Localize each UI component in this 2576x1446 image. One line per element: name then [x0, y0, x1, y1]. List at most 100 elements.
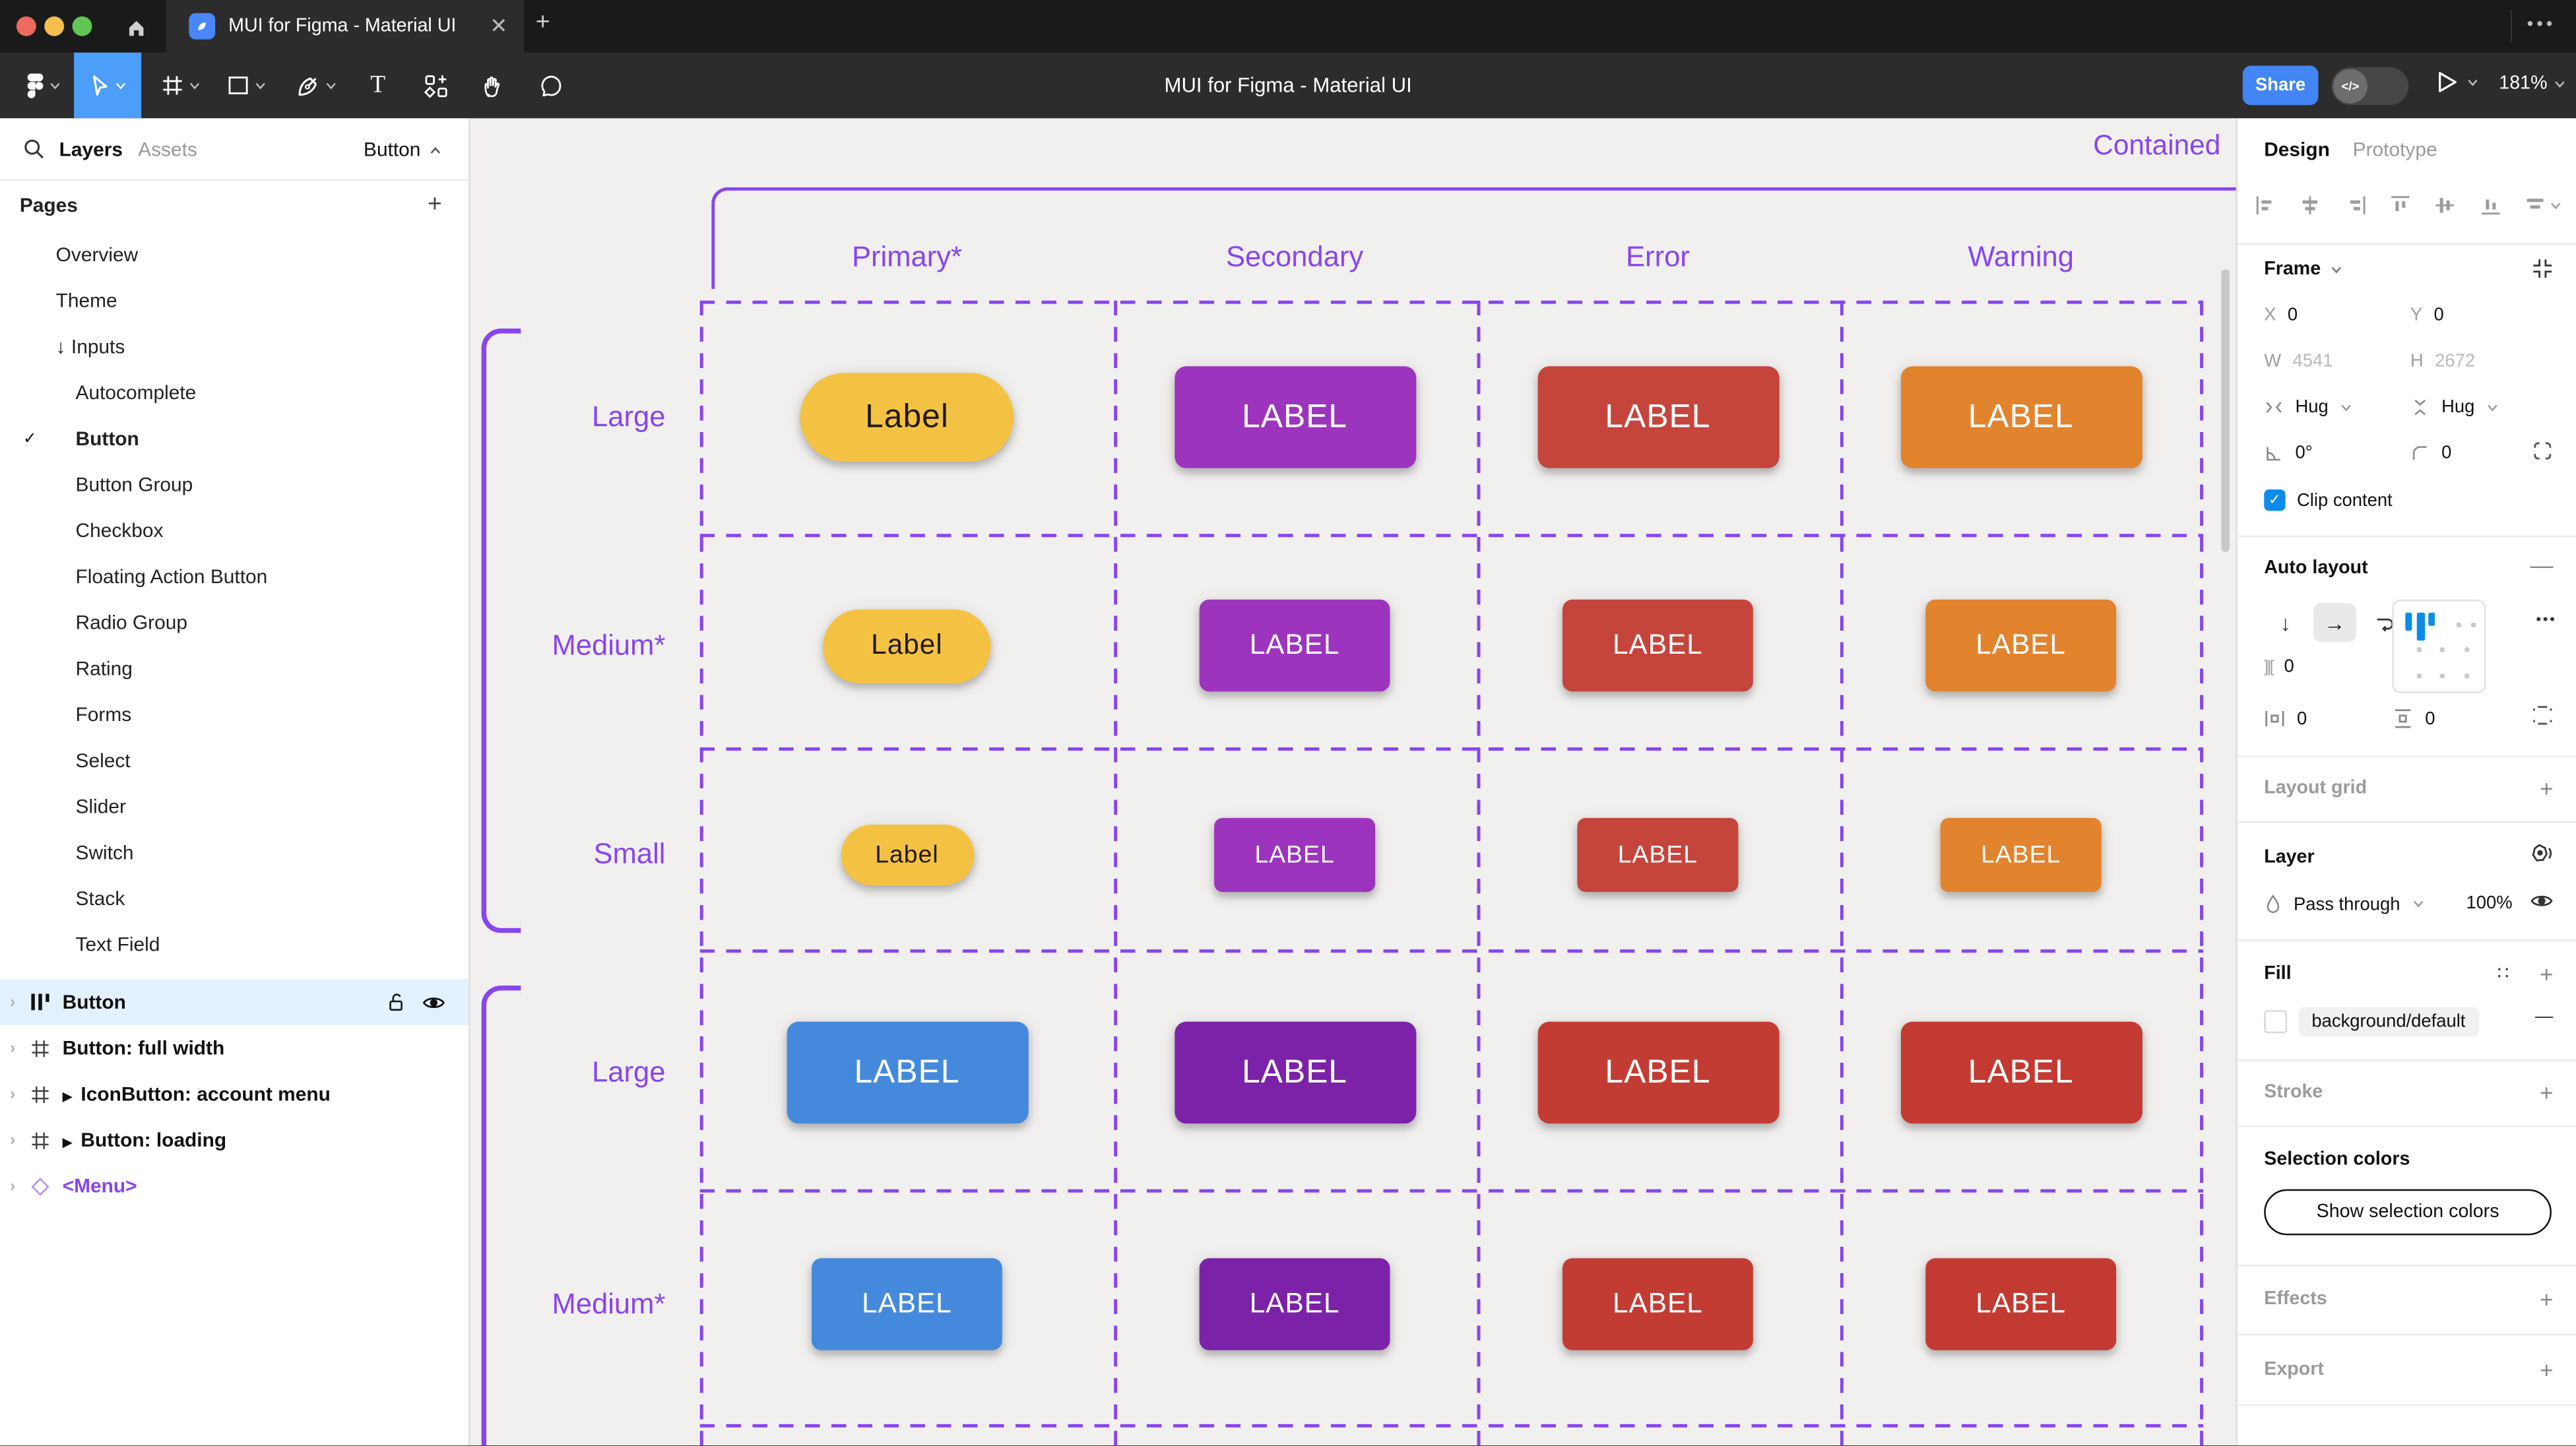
disclosure-icon[interactable]: › — [9, 1131, 16, 1149]
row-label-large-3[interactable]: Large — [591, 1055, 666, 1088]
dev-mode-toggle[interactable]: </> — [2331, 67, 2409, 106]
page-item-overview[interactable]: Overview — [0, 232, 468, 278]
disclosure-icon[interactable]: › — [9, 993, 16, 1011]
layer-item-button-full-width[interactable]: ›Button: full width — [0, 1025, 468, 1071]
canvas-button-error-small[interactable]: LABEL — [1577, 817, 1739, 891]
add-page-button[interactable]: + — [427, 190, 442, 219]
canvas-button-primary-small[interactable]: Label — [840, 823, 974, 885]
hand-tool-button[interactable] — [468, 53, 518, 119]
page-item-slider[interactable]: Slider — [0, 784, 468, 830]
canvas-button-error-medium[interactable]: LABEL — [1562, 599, 1753, 692]
tab-close-icon[interactable]: ✕ — [490, 13, 508, 38]
corner-radius-field[interactable]: 0 — [2410, 443, 2451, 463]
traffic-light-zoom[interactable] — [72, 16, 92, 36]
text-tool-button[interactable]: T — [355, 53, 401, 119]
unlock-icon[interactable] — [386, 991, 406, 1013]
row-label-medium-1[interactable]: Medium* — [552, 628, 666, 662]
show-selection-colors-button[interactable]: Show selection colors — [2264, 1189, 2552, 1236]
canvas-button-primary-medium[interactable]: LABEL — [812, 1258, 1002, 1350]
align-right-icon[interactable] — [2344, 194, 2367, 217]
remove-auto-layout-button[interactable]: — — [2530, 551, 2554, 579]
canvas-button-secondary-medium[interactable]: LABEL — [1199, 1258, 1390, 1350]
zoom-level-dropdown[interactable]: 181% — [2499, 74, 2567, 94]
layer-opacity-value[interactable]: 100% — [2466, 893, 2513, 914]
align-bottom-icon[interactable] — [2479, 194, 2502, 217]
disclosure-icon[interactable]: › — [9, 1084, 16, 1104]
pen-tool-button[interactable] — [288, 53, 344, 119]
layer-item-iconbutton-account-menu[interactable]: ›▶IconButton: account menu — [0, 1071, 468, 1117]
canvas-button-primary-large[interactable]: LABEL — [786, 1021, 1028, 1124]
resources-tool-button[interactable] — [411, 53, 461, 119]
tab-layers[interactable]: Layers — [59, 138, 123, 162]
row-label-small-2[interactable]: Small — [593, 836, 666, 870]
comment-tool-button[interactable] — [526, 53, 575, 119]
move-tool-button[interactable] — [74, 52, 142, 119]
layer-item-button-loading[interactable]: ›▶Button: loading — [0, 1117, 468, 1163]
align-horizontal-center-icon[interactable] — [2299, 194, 2322, 217]
page-item-checkbox[interactable]: Checkbox — [0, 507, 468, 553]
tab-assets[interactable]: Assets — [138, 138, 197, 162]
layout-vertical-button[interactable]: ↓ — [2280, 610, 2291, 635]
canvas-button-warning-large[interactable]: LABEL — [1900, 1021, 2142, 1124]
vertical-resizing-dropdown[interactable]: Hug — [2410, 398, 2499, 417]
independent-corners-icon[interactable] — [2532, 440, 2553, 461]
canvas-button-secondary-medium[interactable]: LABEL — [1199, 599, 1390, 692]
page-item-stack[interactable]: Stack — [0, 875, 468, 922]
page-item-forms[interactable]: Forms — [0, 691, 468, 738]
tab-design[interactable]: Design — [2264, 138, 2330, 162]
canvas-scrollbar[interactable] — [2221, 269, 2230, 552]
window-overflow-icon[interactable]: ••• — [2527, 15, 2556, 35]
page-item-select[interactable]: Select — [0, 738, 468, 784]
frame-section-title[interactable]: Frame — [2264, 259, 2342, 279]
traffic-light-minimize[interactable] — [44, 16, 65, 36]
blend-mode-dropdown[interactable]: Pass through — [2264, 894, 2425, 915]
main-menu-button[interactable] — [13, 53, 73, 119]
search-icon[interactable] — [23, 138, 44, 159]
frame-tool-button[interactable] — [154, 53, 207, 119]
canvas-button-secondary-large[interactable]: LABEL — [1174, 1021, 1416, 1124]
layer-filter-dropdown[interactable]: Button — [364, 138, 442, 161]
individual-padding-icon[interactable] — [2532, 705, 2553, 726]
page-item-button-group[interactable]: Button Group — [0, 462, 468, 508]
fill-style-token[interactable]: background/default — [2298, 1007, 2479, 1037]
layer-item-menu[interactable]: ›<Menu> — [0, 1163, 468, 1209]
rotation-field[interactable]: 0° — [2264, 443, 2313, 463]
horizontal-resizing-dropdown[interactable]: Hug — [2264, 398, 2353, 417]
align-top-icon[interactable] — [2389, 194, 2412, 217]
page-item-rating[interactable]: Rating — [0, 646, 468, 692]
shape-tool-button[interactable] — [220, 53, 273, 119]
page-item-switch[interactable]: Switch — [0, 829, 468, 875]
add-fill-button[interactable]: + — [2540, 960, 2554, 988]
layout-wrap-button[interactable] — [2363, 603, 2406, 643]
gap-field[interactable]: ]|[ 0 — [2264, 657, 2294, 677]
clip-content-checkbox[interactable]: ✓ Clip content — [2264, 489, 2393, 511]
canvas-button-secondary-small[interactable]: LABEL — [1214, 817, 1376, 891]
vertical-padding-field[interactable]: 0 — [2392, 708, 2435, 729]
canvas-button-secondary-large[interactable]: LABEL — [1174, 366, 1416, 468]
new-tab-button[interactable]: + — [535, 8, 550, 36]
row-label-large-0[interactable]: Large — [591, 400, 666, 433]
canvas-button-primary-large[interactable]: Label — [800, 373, 1014, 462]
eye-visible-icon[interactable] — [2530, 892, 2554, 910]
canvas-button-warning-large[interactable]: LABEL — [1900, 366, 2142, 468]
page-item-radio-group[interactable]: Radio Group — [0, 600, 468, 646]
align-left-icon[interactable] — [2254, 194, 2277, 217]
canvas-button-warning-medium[interactable]: LABEL — [1925, 1258, 2117, 1350]
add-export-button[interactable]: + — [2540, 1356, 2554, 1383]
row-label-medium-4[interactable]: Medium* — [552, 1286, 666, 1320]
layer-item-button[interactable]: ›Button — [0, 979, 468, 1025]
add-layout-grid-button[interactable]: + — [2540, 775, 2554, 802]
fill-styles-icon[interactable]: ∷ — [2497, 964, 2511, 984]
file-tab[interactable]: MUI for Figma - Material UI ✕ — [166, 0, 525, 53]
tab-prototype[interactable]: Prototype — [2352, 138, 2437, 162]
distribute-icon[interactable] — [2524, 194, 2561, 217]
home-button[interactable] — [115, 10, 158, 43]
present-button[interactable] — [2437, 71, 2480, 94]
auto-layout-alignment-box[interactable] — [2392, 599, 2486, 693]
canvas-button-error-large[interactable]: LABEL — [1537, 366, 1779, 468]
